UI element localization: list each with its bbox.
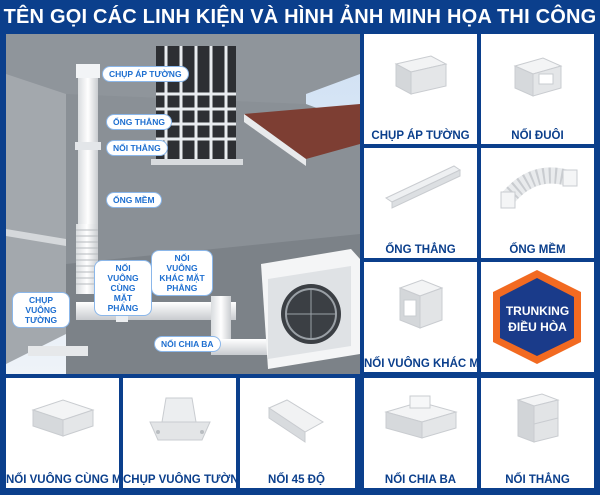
product-tile-noi-thang: NỐI THẲNG: [481, 378, 594, 488]
elbow-other-plane-icon: [398, 279, 443, 329]
callout-noi-chia-ba: NỐI CHIA BA: [154, 336, 221, 352]
product-tile-ong-thang: ỐNG THẲNG: [364, 148, 477, 258]
brand-line-1: TRUNKING: [505, 304, 570, 318]
installation-illustration: CHỤP ÁP TƯỜNG ỐNG THẲNG NỐI THẲNG ỐNG MỀ…: [6, 34, 360, 374]
tee-joint-icon: [383, 395, 458, 439]
product-tile-noi-45-do: NỐI 45 ĐỘ: [240, 378, 355, 488]
product-label: NỐI 45 ĐỘ: [268, 474, 325, 486]
product-tile-chup-vuong-tuong: CHỤP VUÔNG TƯỜNG: [123, 378, 236, 488]
product-tile-noi-vuong-cung-mp: NỐI VUÔNG CÙNG MP: [6, 378, 119, 488]
flexible-duct-icon: [500, 167, 577, 209]
product-label: CHỤP VUÔNG TƯỜNG: [123, 474, 236, 486]
wall-cap-icon: [394, 55, 447, 95]
elbow-same-plane-icon: [30, 399, 95, 437]
product-tile-noi-duoi: NỐI ĐUÔI: [481, 34, 594, 144]
hexagon-badge-icon: [493, 270, 581, 364]
product-tile-ong-mem: ỐNG MỀM: [481, 148, 594, 258]
square-wall-cap-icon: [148, 397, 211, 441]
product-label: ỐNG THẲNG: [385, 244, 456, 256]
product-tile-chup-ap-tuong: CHỤP ÁP TƯỜNG: [364, 34, 477, 144]
house-wall-illustration: [6, 34, 360, 374]
product-label: NỐI VUÔNG CÙNG MP: [6, 474, 119, 486]
end-joint-icon: [513, 57, 562, 97]
callout-ong-thang: ỐNG THẲNG: [106, 114, 172, 130]
callout-noi-thang: NỐI THẲNG: [106, 140, 168, 156]
product-label: NỐI ĐUÔI: [511, 130, 564, 142]
product-label: CHỤP ÁP TƯỜNG: [371, 130, 470, 142]
page-title: TÊN GỌI CÁC LINH KIỆN VÀ HÌNH ẢNH MINH H…: [3, 5, 597, 28]
joint-45-icon: [267, 399, 324, 443]
product-label: NỐI CHIA BA: [384, 474, 457, 486]
callout-chup-ap-tuong: CHỤP ÁP TƯỜNG: [102, 66, 189, 82]
straight-joint-icon: [515, 393, 560, 443]
product-label: NỐI VUÔNG KHÁC MP: [364, 358, 477, 370]
callout-chup-vuong-tuong: CHỤP VUÔNG TƯỜNG: [12, 292, 70, 328]
callout-noi-vuong-cung-mat-phang: NỐI VUÔNG CÙNG MẶT PHẲNG: [94, 260, 152, 316]
callout-noi-vuong-khac-mat-phang: NỐI VUÔNG KHÁC MẶT PHẲNG: [151, 250, 213, 296]
product-label: NỐI THẲNG: [505, 474, 570, 486]
product-label: ỐNG MỀM: [509, 244, 566, 256]
product-tile-noi-chia-ba: NỐI CHIA BA: [364, 378, 477, 488]
product-tile-noi-vuong-khac-mp: NỐI VUÔNG KHÁC MP: [364, 262, 477, 372]
brand-line-2: ĐIỀU HÒA: [508, 320, 567, 334]
straight-duct-icon: [384, 165, 461, 209]
brand-badge: TRUNKING ĐIỀU HÒA: [481, 262, 594, 372]
callout-ong-mem: ỐNG MỀM: [106, 192, 162, 208]
